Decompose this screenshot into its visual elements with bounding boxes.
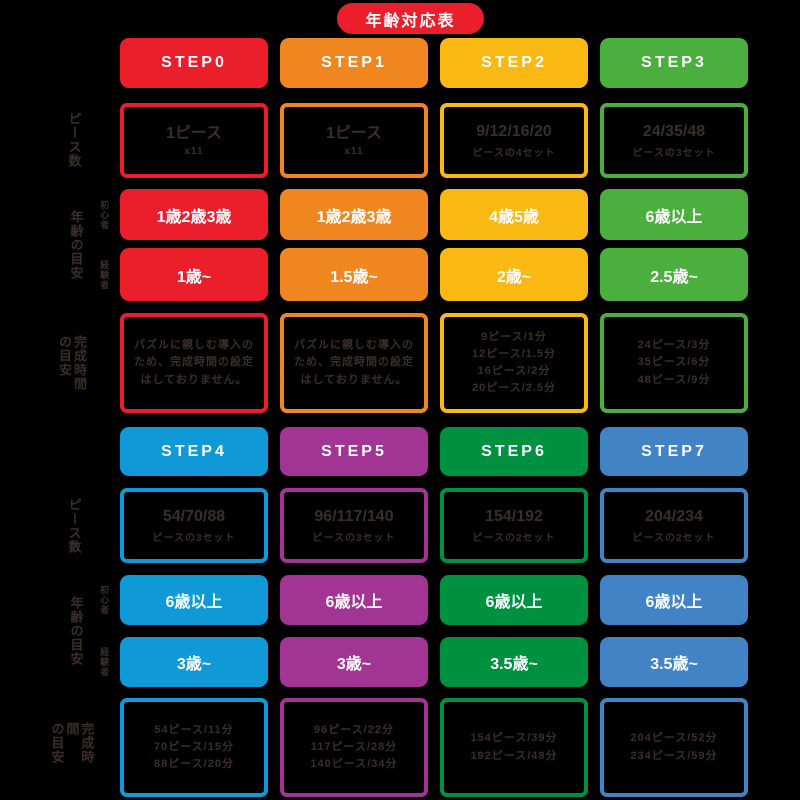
pieces-main: 154/192 (485, 508, 543, 526)
age-beginner-box: 6歳以上 (120, 575, 268, 625)
row-label-time-top: 完成時間 の目安 (57, 335, 87, 391)
age-experienced-box: 1歳~ (120, 248, 268, 301)
age-beginner-box: 6歳以上 (600, 189, 748, 240)
age-experienced-box: 2歳~ (440, 248, 588, 301)
time-box: 204ピース/52分 234ピース/59分 (600, 698, 748, 797)
row-label-time-bottom: 完成時間 の目安 (49, 722, 95, 764)
pieces-sub: ピースの3セット (632, 147, 716, 159)
time-box: パズルに親しむ導入の ため、完成時間の設定 はしておりません。 (280, 313, 428, 413)
row-label-age-top: 年齢の目安 (68, 210, 84, 280)
age-experienced-box: 3歳~ (120, 637, 268, 687)
time-box: 154ピース/39分 192ピース/48分 (440, 698, 588, 797)
pieces-box: 54/70/88 ピースの3セット (120, 488, 268, 563)
time-box: 24ピース/3分 35ピース/6分 48ピース/9分 (600, 313, 748, 413)
step-header: STEP7 (600, 427, 748, 476)
column-step1: STEP1 1ピース x11 1歳2歳3歳 1.5歳~ パズルに親しむ導入の た… (280, 38, 428, 418)
age-experienced-box: 3.5歳~ (440, 637, 588, 687)
pieces-sub: ピースの2セット (632, 532, 716, 544)
time-box: 54ピース/11分 70ピース/15分 88ピース/20分 (120, 698, 268, 797)
age-experienced-box: 3歳~ (280, 637, 428, 687)
time-box: パズルに親しむ導入の ため、完成時間の設定 はしておりません。 (120, 313, 268, 413)
time-text: 54ピース/11分 70ピース/15分 88ピース/20分 (154, 723, 234, 771)
age-beginner-box: 6歳以上 (280, 575, 428, 625)
pieces-main: 9/12/16/20 (476, 123, 552, 141)
pieces-main: 24/35/48 (642, 123, 706, 141)
step-header: STEP5 (280, 427, 428, 476)
pieces-sub: ピースの3セット (312, 532, 396, 544)
time-text: 204ピース/52分 234ピース/59分 (630, 732, 718, 762)
age-experienced-box: 1.5歳~ (280, 248, 428, 301)
column-step7: STEP7 204/234 ピースの2セット 6歳以上 3.5歳~ 204ピース… (600, 427, 748, 800)
pieces-main: 96/117/140 (314, 508, 394, 526)
row-label-pieces-bottom: ピース数 (66, 498, 82, 554)
age-beginner-box: 6歳以上 (600, 575, 748, 625)
age-experienced-box: 3.5歳~ (600, 637, 748, 687)
pieces-box: 96/117/140 ピースの3セット (280, 488, 428, 563)
column-step5: STEP5 96/117/140 ピースの3セット 6歳以上 3歳~ 96ピース… (280, 427, 428, 800)
pieces-sub: x11 (344, 145, 364, 157)
age-beginner-box: 1歳2歳3歳 (120, 189, 268, 240)
row-label-pieces-top: ピース数 (66, 112, 82, 168)
row-sublabel-beginner-bottom: 初心者 (99, 585, 110, 615)
time-text: パズルに親しむ導入の ため、完成時間の設定 はしておりません。 (294, 339, 414, 386)
time-text: 24ピース/3分 35ピース/6分 48ピース/9分 (637, 339, 711, 386)
pieces-main: 1ピース (165, 125, 223, 143)
column-step0: STEP0 1ピース x11 1歳2歳3歳 1歳~ パズルに親しむ導入の ため、… (120, 38, 268, 418)
row-sublabel-experienced-bottom: 経験者 (99, 647, 110, 677)
column-step3: STEP3 24/35/48 ピースの3セット 6歳以上 2.5歳~ 24ピース… (600, 38, 748, 418)
time-text: 9ピース/1分 12ピース/1.5分 16ピース/2分 20ピース/2.5分 (471, 330, 557, 395)
step-header: STEP0 (120, 38, 268, 88)
column-step4: STEP4 54/70/88 ピースの3セット 6歳以上 3歳~ 54ピース/1… (120, 427, 268, 800)
pieces-box: 1ピース x11 (120, 103, 268, 178)
page-title: 年齢対応表 (337, 3, 484, 34)
row-sublabel-beginner-top: 初心者 (99, 200, 110, 230)
time-box: 9ピース/1分 12ピース/1.5分 16ピース/2分 20ピース/2.5分 (440, 313, 588, 413)
pieces-main: 1ピース (325, 125, 383, 143)
pieces-box: 154/192 ピースの2セット (440, 488, 588, 563)
steps-group-0-3: STEP0 1ピース x11 1歳2歳3歳 1歳~ パズルに親しむ導入の ため、… (120, 38, 748, 418)
pieces-sub: ピースの2セット (472, 532, 556, 544)
time-box: 96ピース/22分 117ピース/28分 140ピース/34分 (280, 698, 428, 797)
pieces-sub: ピースの3セット (152, 532, 236, 544)
column-step2: STEP2 9/12/16/20 ピースの4セット 4歳5歳 2歳~ 9ピース/… (440, 38, 588, 418)
pieces-sub: ピースの4セット (472, 147, 556, 159)
steps-group-4-7: STEP4 54/70/88 ピースの3セット 6歳以上 3歳~ 54ピース/1… (120, 427, 748, 800)
row-sublabel-experienced-top: 経験者 (99, 260, 110, 290)
step-header: STEP2 (440, 38, 588, 88)
row-label-age-bottom: 年齢の目安 (68, 596, 84, 666)
pieces-main: 54/70/88 (162, 508, 226, 526)
step-header: STEP3 (600, 38, 748, 88)
column-step6: STEP6 154/192 ピースの2セット 6歳以上 3.5歳~ 154ピース… (440, 427, 588, 800)
pieces-box: 204/234 ピースの2セット (600, 488, 748, 563)
pieces-box: 24/35/48 ピースの3セット (600, 103, 748, 178)
age-beginner-box: 4歳5歳 (440, 189, 588, 240)
time-text: 96ピース/22分 117ピース/28分 140ピース/34分 (310, 723, 398, 771)
time-text: パズルに親しむ導入の ため、完成時間の設定 はしておりません。 (134, 339, 254, 386)
pieces-sub: x11 (184, 145, 204, 157)
step-header: STEP6 (440, 427, 588, 476)
pieces-box: 1ピース x11 (280, 103, 428, 178)
age-beginner-box: 6歳以上 (440, 575, 588, 625)
pieces-box: 9/12/16/20 ピースの4セット (440, 103, 588, 178)
step-header: STEP1 (280, 38, 428, 88)
time-text: 154ピース/39分 192ピース/48分 (470, 732, 558, 762)
age-experienced-box: 2.5歳~ (600, 248, 748, 301)
age-beginner-box: 1歳2歳3歳 (280, 189, 428, 240)
pieces-main: 204/234 (645, 508, 703, 526)
step-header: STEP4 (120, 427, 268, 476)
